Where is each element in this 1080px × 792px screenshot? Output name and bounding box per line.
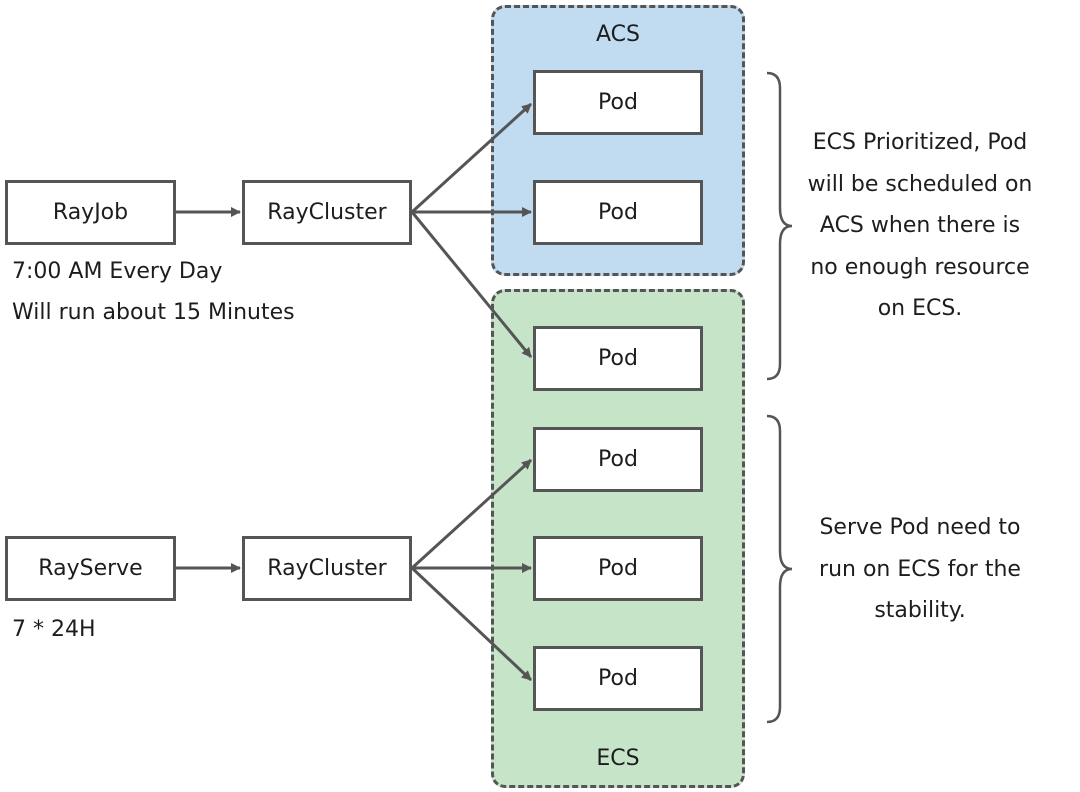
pod-node: Pod [533,427,703,492]
rayjob-duration-caption: Will run about 15 Minutes [12,300,295,325]
pod-node: Pod [533,180,703,245]
note-line: ACS when there is [819,213,1021,238]
rayserve-schedule-caption: 7 * 24H [12,617,96,642]
rayjob-node: RayJob [5,180,176,245]
ecs-region-label: ECS [596,746,640,771]
pod-node: Pod [533,70,703,135]
acs-region-label: ACS [596,22,640,47]
note-line: will be scheduled on [807,171,1033,197]
note-line: run on ECS for the [819,556,1021,582]
note-line: on ECS. [877,296,963,321]
note-line: Serve Pod need to [819,515,1021,540]
raycluster-node-top: RayCluster [242,180,412,245]
note-line: ECS Prioritized, Pod [812,130,1028,155]
arrow-raycluster-to-pod-3 [410,211,533,358]
pod-node: Pod [533,646,703,711]
note-line: stability. [874,598,966,623]
arrow-raycluster-to-pod-6 [410,566,533,682]
rayjob-schedule-caption: 7:00 AM Every Day [12,259,223,284]
brace-top [766,71,793,381]
raycluster-node-bottom: RayCluster [242,536,412,601]
brace-bottom [766,414,793,724]
ecs-stability-note: Serve Pod need to run on ECS for the sta… [800,507,1040,632]
arrow-raycluster-to-pod-4 [410,458,533,570]
arrow-raycluster-to-pod-1 [410,102,533,214]
pod-node: Pod [533,326,703,391]
note-line: no enough resource [810,254,1030,280]
rayserve-node: RayServe [5,536,176,601]
pod-node: Pod [533,536,703,601]
acs-scheduling-note: ECS Prioritized, Pod will be scheduled o… [800,122,1040,330]
